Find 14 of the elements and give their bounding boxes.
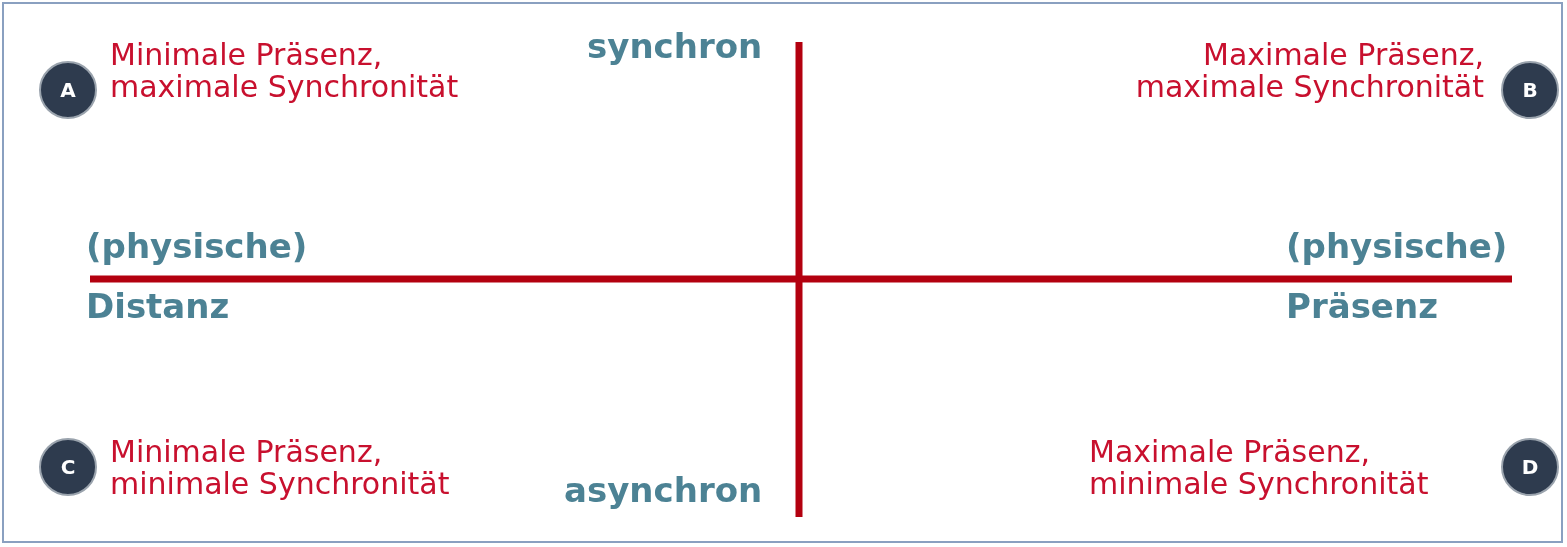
axis-label: (physische) xyxy=(86,226,308,266)
axis-label: Präsenz xyxy=(1286,286,1438,326)
letter-circle: D xyxy=(1501,438,1559,496)
quadrant-description: Minimale Präsenz, maximale Synchronität xyxy=(110,39,460,103)
axis-label: asynchron xyxy=(564,470,763,510)
quadrant-description: Maximale Präsenz, maximale Synchronität xyxy=(1134,39,1484,103)
quadrant-description: Minimale Präsenz, minimale Synchronität xyxy=(110,436,451,500)
axis-label: synchron xyxy=(587,26,763,66)
letter-circle: B xyxy=(1501,61,1559,119)
letter-circle: C xyxy=(39,438,97,496)
axis-label: Distanz xyxy=(86,286,230,326)
axis-label: (physische) xyxy=(1286,226,1508,266)
quadrant-description: Maximale Präsenz, minimale Synchronität xyxy=(1089,436,1430,500)
letter-circle: A xyxy=(39,61,97,119)
